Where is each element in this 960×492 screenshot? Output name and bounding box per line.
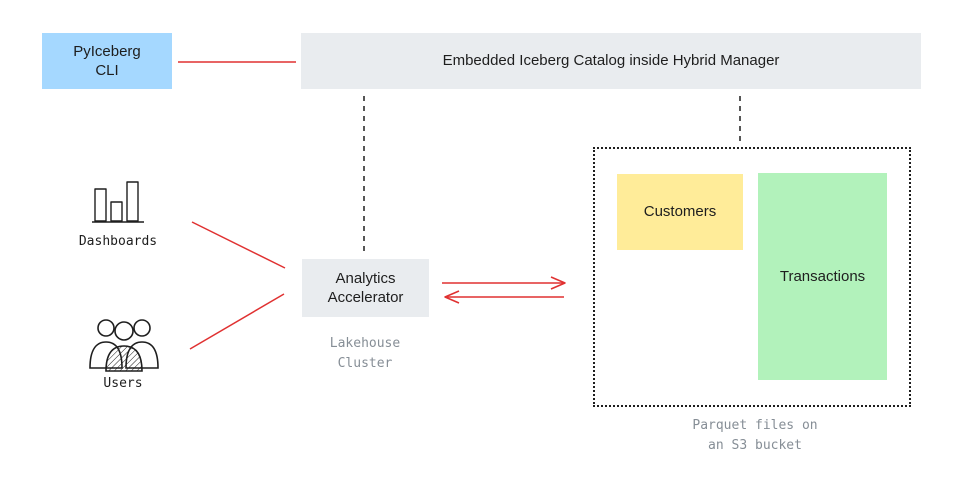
users-accelerator-connector — [189, 293, 285, 350]
accelerator-to-parquet-arrow — [442, 276, 566, 290]
iceberg-catalog-node: Embedded Iceberg Catalog inside Hybrid M… — [301, 33, 921, 89]
iceberg-catalog-label: Embedded Iceberg Catalog inside Hybrid M… — [442, 52, 780, 70]
lakehouse-cluster-label: Lakehouse Cluster — [329, 336, 401, 371]
analytics-accelerator-node: Analytics Accelerator — [302, 259, 429, 317]
transactions-label: Transactions — [779, 268, 866, 285]
parquet-to-accelerator-arrow — [444, 290, 564, 304]
dashboards-accelerator-connector — [191, 221, 286, 269]
analytics-accelerator-label: Analytics Accelerator — [327, 269, 404, 307]
parquet-files-label: Parquet files on an S3 bucket — [692, 418, 818, 453]
dashboards-label: Dashboards — [78, 234, 158, 249]
bar-chart-icon — [92, 181, 144, 223]
users-group-icon — [89, 319, 159, 372]
pyiceberg-cli-label: PyIceberg CLI — [73, 42, 141, 80]
transactions-node: Transactions — [758, 173, 887, 380]
customers-node: Customers — [617, 174, 743, 250]
parquet-files-frame — [593, 147, 911, 407]
customers-label: Customers — [643, 203, 717, 221]
pyiceberg-cli-node: PyIceberg CLI — [42, 33, 172, 89]
users-label: Users — [103, 376, 143, 391]
